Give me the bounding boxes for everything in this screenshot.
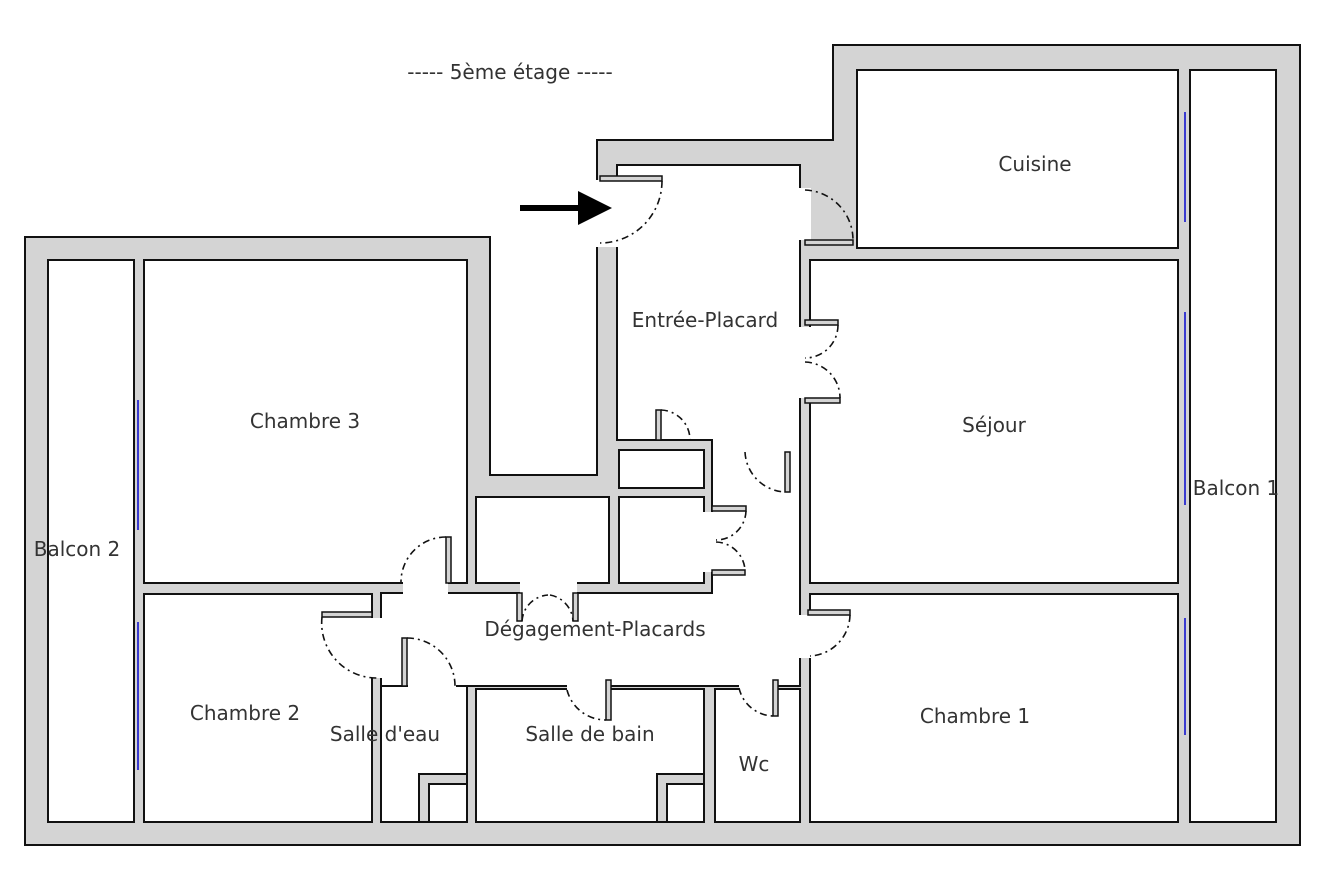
shaft-1-inner	[428, 783, 468, 823]
room-sejour	[809, 259, 1179, 584]
label-chambre-1: Chambre 1	[920, 704, 1030, 728]
label-sejour: Séjour	[962, 413, 1026, 437]
windows	[137, 112, 1186, 770]
room-balcon-1	[1189, 69, 1277, 823]
label-balcon-2: Balcon 2	[34, 537, 121, 561]
floor-title: ----- 5ème étage -----	[407, 60, 612, 84]
label-degagement: Dégagement-Placards	[484, 617, 705, 641]
label-balcon-1: Balcon 1	[1193, 476, 1280, 500]
label-salle-eau: Salle d'eau	[330, 722, 440, 746]
label-cuisine: Cuisine	[998, 152, 1071, 176]
room-wc	[714, 688, 801, 823]
shaft-2-inner	[666, 783, 705, 823]
entrance-arrow-icon	[520, 191, 612, 225]
label-chambre-2: Chambre 2	[190, 701, 300, 725]
label-entree: Entrée-Placard	[632, 308, 778, 332]
room-chambre-2	[143, 593, 373, 823]
label-wc: Wc	[739, 752, 770, 776]
label-salle-bain: Salle de bain	[525, 722, 654, 746]
closet-1	[475, 496, 610, 584]
label-chambre-3: Chambre 3	[250, 409, 360, 433]
room-cuisine	[856, 69, 1179, 249]
room-balcon-2	[47, 259, 135, 823]
room-chambre-3	[143, 259, 468, 584]
doors	[320, 175, 854, 721]
closet-3	[618, 449, 705, 489]
room-chambre-1	[809, 593, 1179, 823]
closet-2	[618, 496, 705, 584]
